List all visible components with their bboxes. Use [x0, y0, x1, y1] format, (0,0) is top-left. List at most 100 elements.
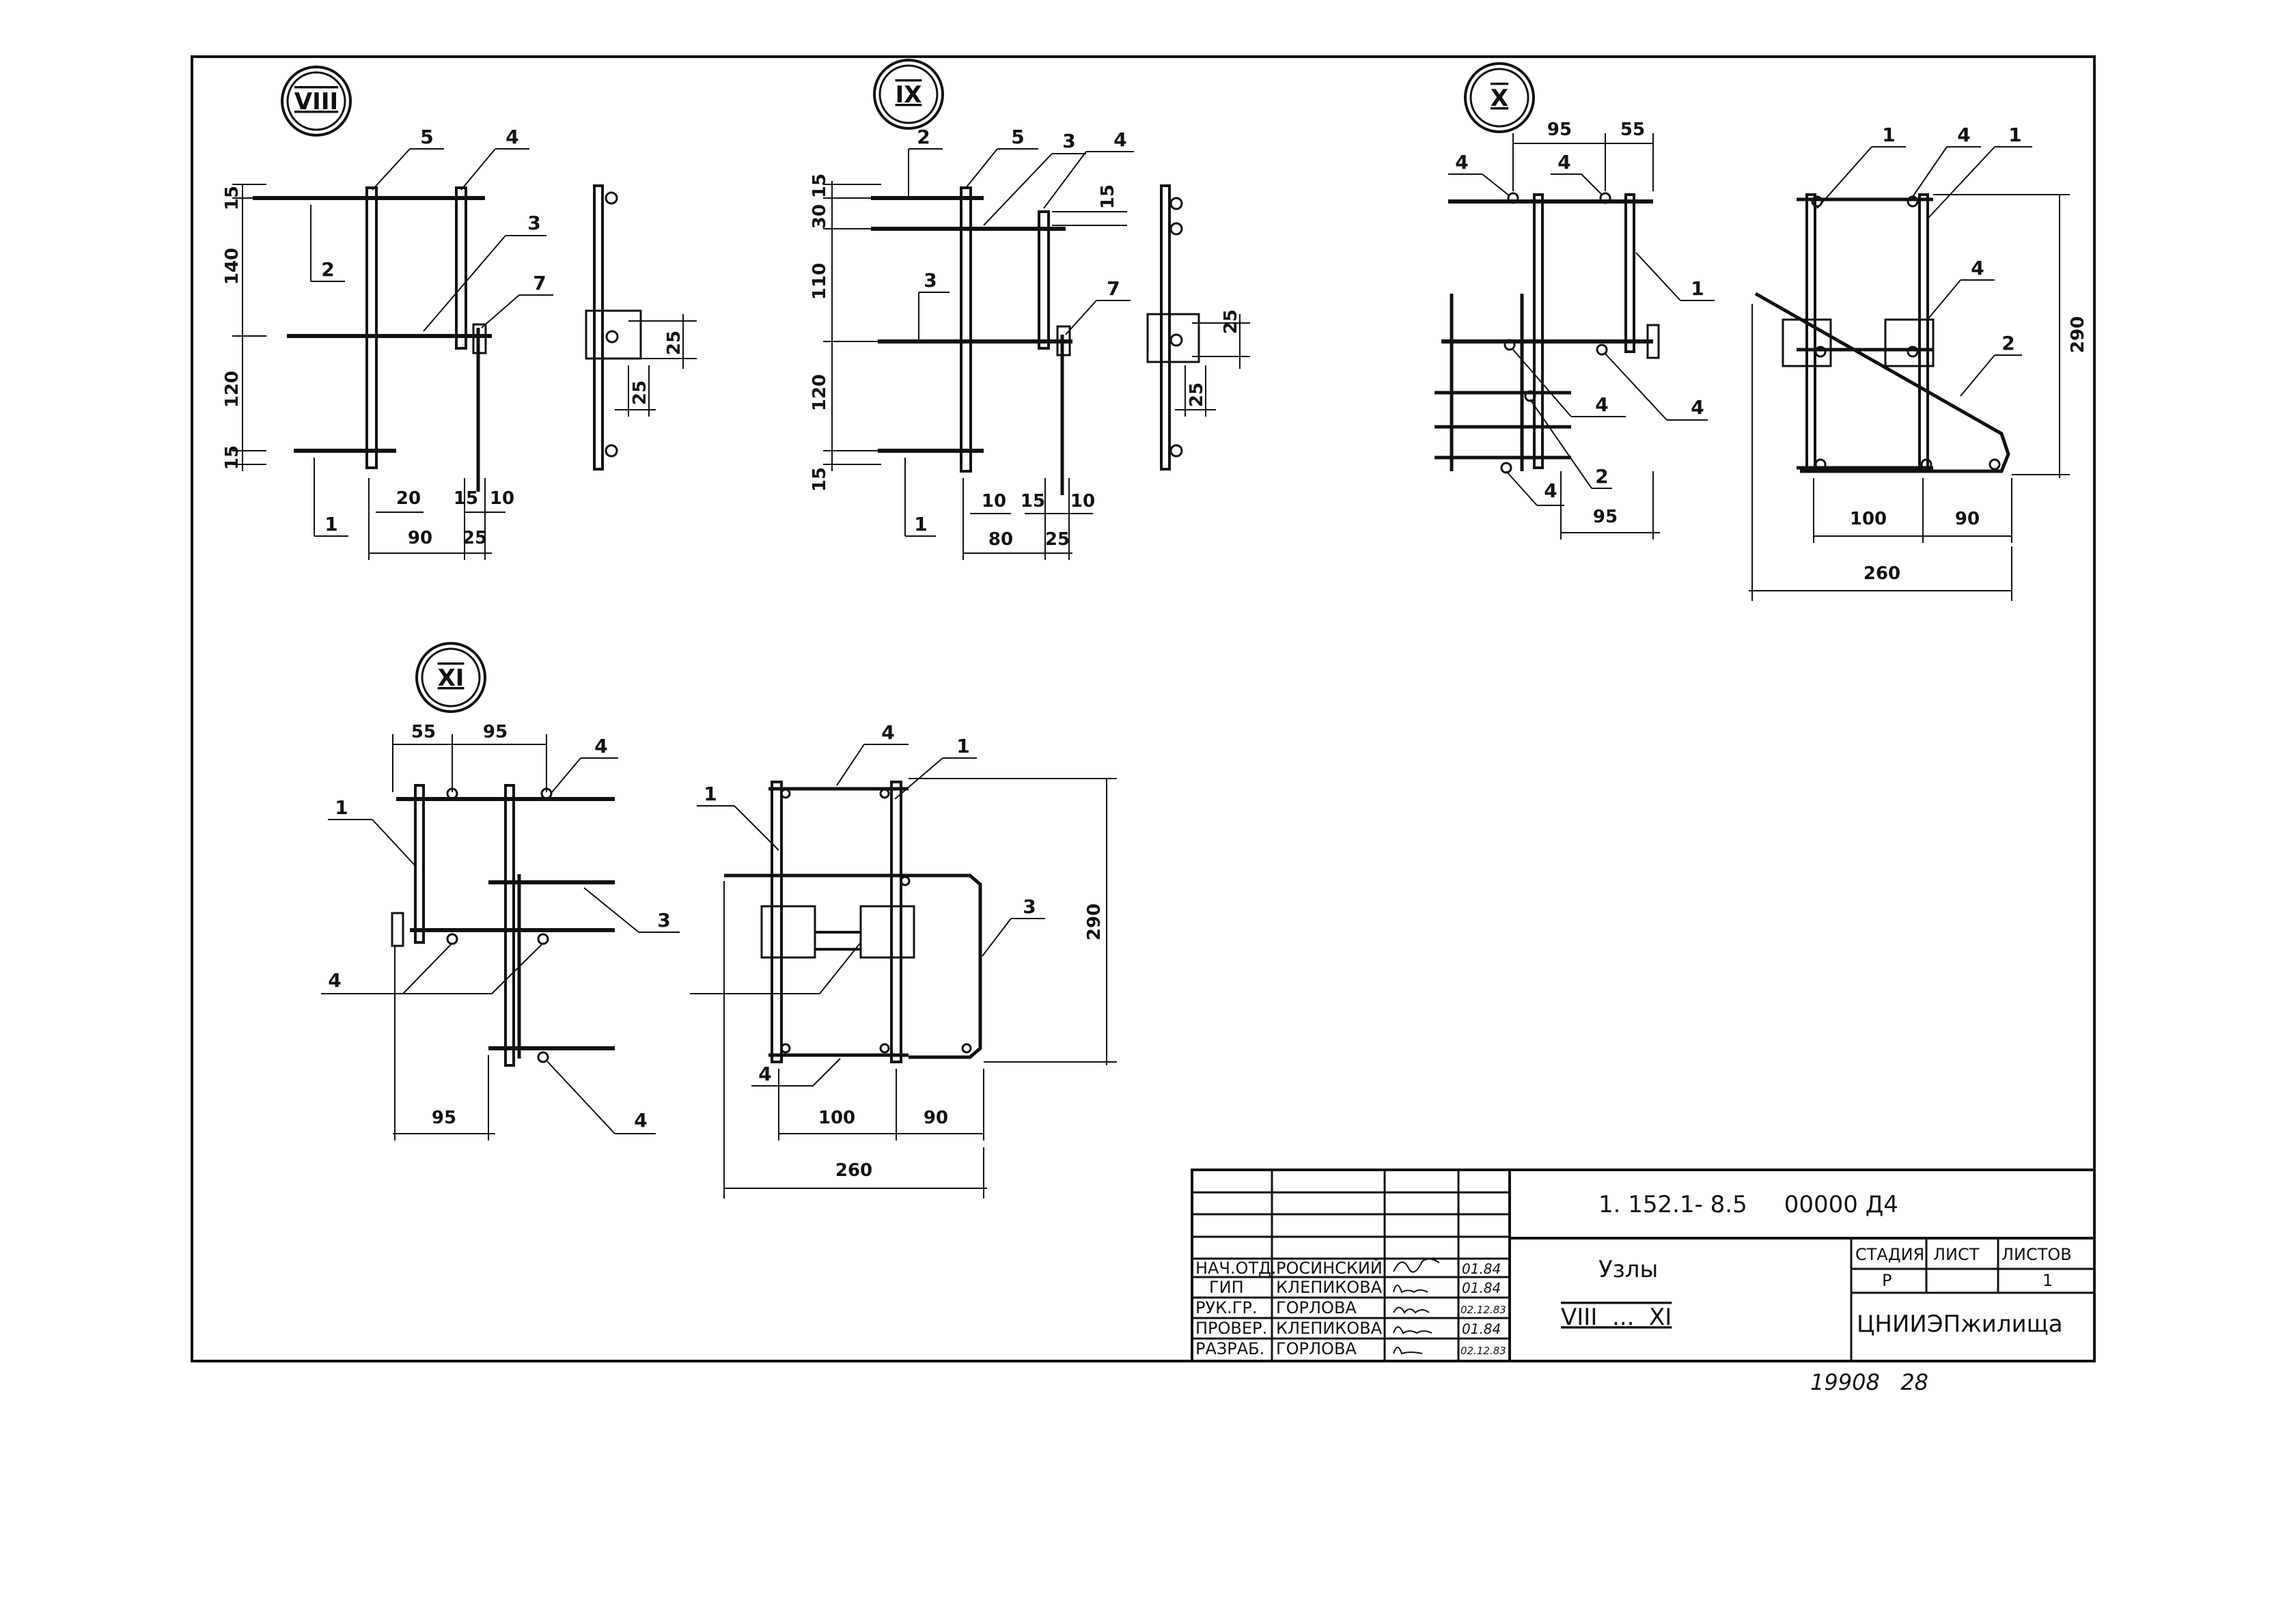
- date-0: 01.84: [1462, 1261, 1501, 1277]
- sheet-label: ЛИСТ: [1933, 1245, 1980, 1264]
- role-gip: ГИП: [1209, 1278, 1244, 1297]
- callout-4: 4: [1971, 257, 1984, 279]
- dim-25: 25: [664, 331, 684, 355]
- callout-3: 3: [1062, 130, 1075, 152]
- dim-15: 15: [1021, 491, 1045, 512]
- callout-4: 4: [594, 735, 607, 757]
- node-x-label: X: [1491, 85, 1508, 112]
- dim-110: 110: [809, 263, 830, 300]
- stage-value: Р: [1882, 1271, 1892, 1290]
- callout-4: 4: [881, 721, 894, 744]
- dim-15: 15: [454, 488, 478, 509]
- dim-15: 15: [222, 445, 243, 470]
- callout-4: 4: [328, 969, 341, 992]
- dim-95: 95: [432, 1108, 456, 1128]
- node-viii-marker: [281, 66, 352, 137]
- dim-95: 95: [1593, 507, 1618, 527]
- node-ix-label: IX: [896, 81, 922, 109]
- date-1: 01.84: [1462, 1280, 1501, 1296]
- dim-55: 55: [411, 722, 436, 742]
- callout-3: 3: [1023, 895, 1036, 918]
- dim-55: 55: [1620, 120, 1645, 140]
- callout-1: 1: [1691, 277, 1704, 300]
- dim-20: 20: [396, 488, 421, 509]
- dim-30: 30: [809, 204, 830, 229]
- callout-4: 4: [1455, 151, 1468, 173]
- dim-120: 120: [809, 374, 830, 411]
- callout-5: 5: [1011, 126, 1024, 148]
- callout-3: 3: [657, 909, 670, 932]
- dim-120: 120: [222, 371, 243, 408]
- dim-15: 15: [809, 173, 830, 198]
- dim-10: 10: [490, 488, 514, 509]
- callout-3: 3: [924, 269, 937, 292]
- dim-15: 15: [1098, 184, 1118, 209]
- callout-4: 4: [505, 126, 518, 148]
- sheet-title-range: VIII ... XI: [1561, 1304, 1672, 1331]
- node-xi-label: XI: [438, 664, 465, 692]
- node-viii-label: VIII: [294, 88, 338, 115]
- node-ix: IX 15 30 110 120 15 15 10 15 10: [809, 59, 1250, 560]
- name-4: ГОРЛОВА: [1276, 1339, 1357, 1358]
- role-nach-otd: НАЧ.ОТД.: [1195, 1259, 1276, 1278]
- callout-5: 5: [420, 126, 433, 148]
- dim-95: 95: [483, 722, 508, 742]
- sheet-title: Узлы: [1598, 1256, 1658, 1283]
- dim-140: 140: [222, 248, 243, 285]
- signature: [1393, 1258, 1440, 1273]
- callout-4: 4: [1557, 151, 1570, 173]
- callout-1: 1: [2008, 124, 2021, 146]
- dim-80: 80: [988, 529, 1013, 550]
- name-0: РОСИНСКИЙ: [1276, 1258, 1383, 1278]
- dim-90: 90: [408, 528, 432, 548]
- archive-number: 19908 28: [1810, 1369, 1928, 1395]
- callout-4: 4: [1595, 393, 1608, 416]
- organization: ЦНИИЭПжилища: [1857, 1311, 2063, 1338]
- sheets-value: 1: [2042, 1271, 2053, 1290]
- dim-15: 15: [222, 186, 243, 210]
- name-3: КЛЕПИКОВА: [1276, 1319, 1383, 1338]
- callout-1: 1: [324, 513, 337, 535]
- callout-2: 2: [1595, 465, 1608, 488]
- node-x-marker: [1464, 62, 1535, 133]
- callout-2: 2: [2001, 332, 2014, 354]
- node-x: X 95 55 95 4 4 1: [1435, 62, 2088, 601]
- dim-10: 10: [1070, 491, 1095, 512]
- doc-code: 1. 152.1- 8.5 00000 Д4: [1598, 1191, 1898, 1218]
- dim-290: 290: [2068, 316, 2088, 353]
- dim-100: 100: [1850, 509, 1887, 529]
- callout-4: 4: [1544, 479, 1557, 502]
- dim-95: 95: [1547, 120, 1572, 140]
- callout-7: 7: [533, 272, 546, 294]
- node-viii: VIII 15 140 120 15 20 15 10 90 25: [222, 66, 697, 560]
- callout-1: 1: [704, 783, 717, 805]
- date-4: 02.12.83: [1460, 1345, 1506, 1357]
- dim-90: 90: [1955, 509, 1980, 529]
- role-razrab: РАЗРАБ.: [1195, 1339, 1264, 1358]
- stage-label: СТАДИЯ: [1855, 1245, 1924, 1264]
- callout-2: 2: [917, 126, 930, 148]
- callout-3: 3: [527, 212, 540, 234]
- callout-1: 1: [1882, 124, 1895, 146]
- callout-4: 4: [634, 1109, 647, 1132]
- callout-1: 1: [335, 796, 348, 819]
- sheets-label: ЛИСТОВ: [2001, 1245, 2072, 1264]
- dim-90: 90: [924, 1108, 948, 1128]
- callout-4: 4: [758, 1063, 771, 1085]
- dim-10: 10: [982, 491, 1006, 512]
- date-3: 01.84: [1462, 1321, 1501, 1337]
- dim-100: 100: [818, 1108, 855, 1128]
- dim-25: 25: [1045, 529, 1070, 550]
- dim-25: 25: [462, 528, 487, 548]
- name-2: ГОРЛОВА: [1276, 1298, 1357, 1317]
- dim-25: 25: [1187, 382, 1207, 407]
- date-2: 02.12.83: [1460, 1304, 1506, 1316]
- callout-1: 1: [914, 513, 927, 535]
- callout-4: 4: [1691, 396, 1704, 419]
- node-xi: XI 55 95 95 4 1 3 4: [321, 642, 1117, 1199]
- dim-15: 15: [809, 467, 830, 492]
- signature: [1393, 1285, 1428, 1293]
- role-prover: ПРОВЕР.: [1195, 1319, 1267, 1338]
- callout-7: 7: [1107, 277, 1120, 300]
